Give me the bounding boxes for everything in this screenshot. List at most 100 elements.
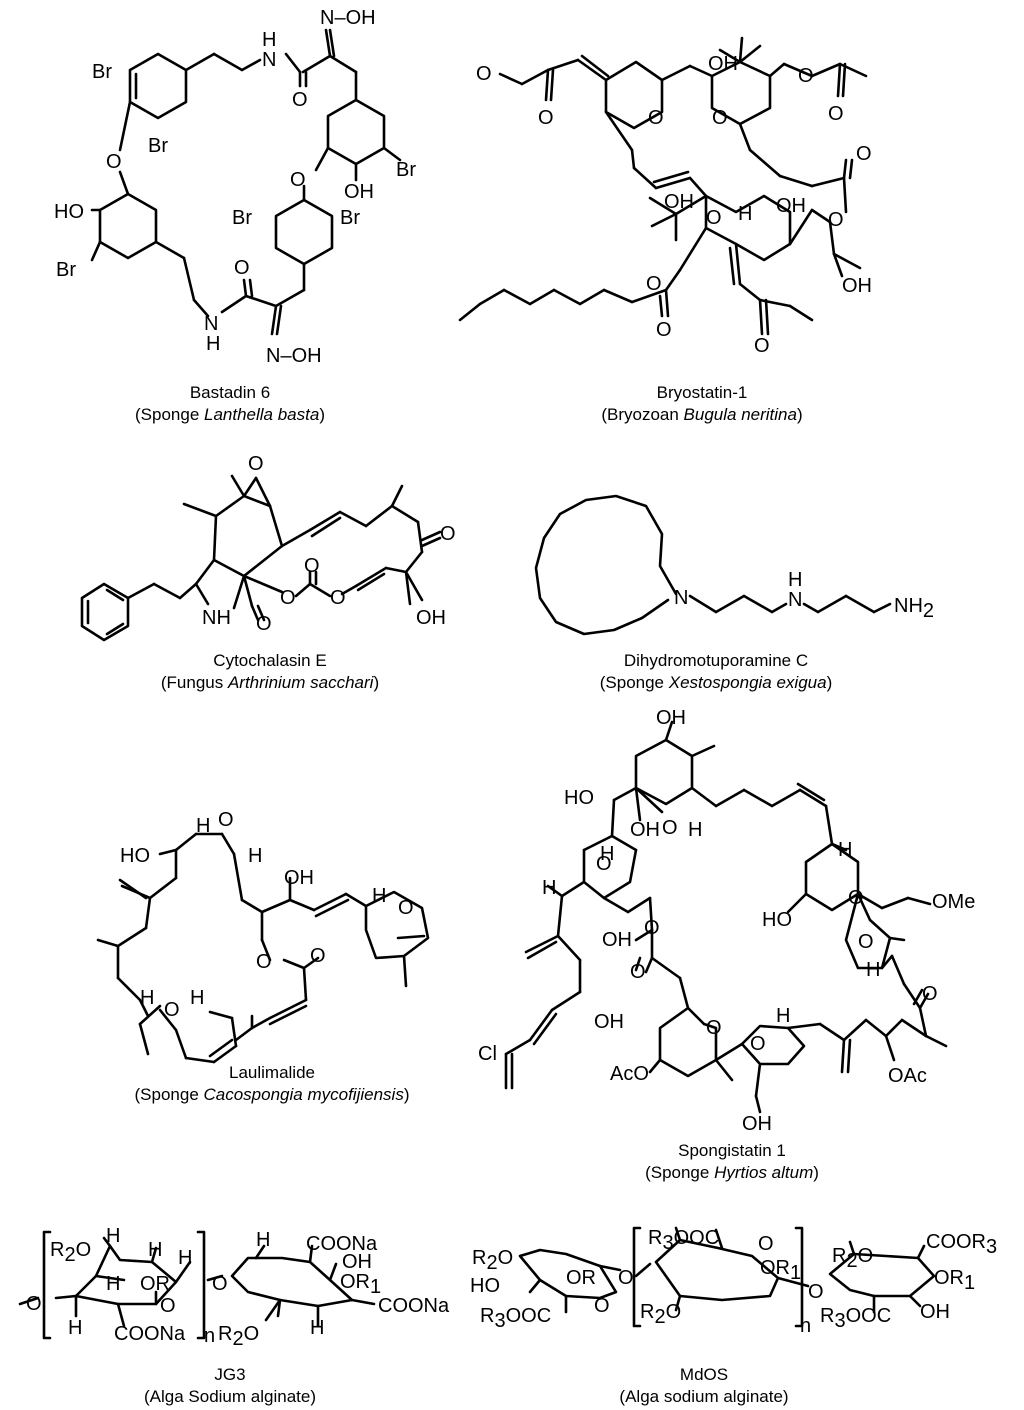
label-r3ooc: R3OOC [480, 1305, 551, 1332]
label-n: N [262, 49, 276, 71]
label-o: O [476, 63, 492, 85]
label-o: O [858, 931, 874, 953]
label-h: H [68, 1317, 82, 1339]
label-oh: OH [842, 275, 872, 297]
label-br: Br [92, 61, 112, 83]
label-or1: OR1 [760, 1257, 801, 1284]
label-nh2: NH2 [894, 595, 934, 622]
label-coona: COONa [114, 1323, 186, 1345]
label-o: O [754, 335, 770, 357]
label-h: H [196, 815, 210, 837]
structure-bastadin-6: Br Br O HO Br H N O N–OH O OH Br Br Br O… [54, 7, 416, 367]
caption-bastadin-6: Bastadin 6 (Sponge Lanthella basta) [80, 382, 380, 426]
label-h: H [140, 987, 154, 1009]
compound-source: (Alga sodium alginate) [619, 1387, 789, 1406]
label-o: O [164, 999, 180, 1021]
label-oh: OH [284, 867, 314, 889]
label-o: O [440, 523, 456, 545]
label-h: H [838, 839, 852, 861]
label-oh: OH [776, 195, 806, 217]
label-o: O [808, 1281, 824, 1303]
label-oh: OH [594, 1011, 624, 1033]
label-h: H [600, 843, 614, 865]
label-oh: OH [602, 929, 632, 951]
label-o: O [248, 453, 264, 475]
label-o: O [280, 587, 296, 609]
label-ho: HO [564, 787, 594, 809]
label-oh: OH [664, 191, 694, 213]
label-o: O [706, 1017, 722, 1039]
label-r2o: R2O [640, 1301, 681, 1328]
caption-cytochalasin-e: Cytochalasin E (Fungus Arthrinium saccha… [120, 650, 420, 694]
label-coona: COONa [378, 1295, 450, 1317]
label-o: O [596, 853, 612, 875]
label-o: O [712, 107, 728, 129]
label-n-oh: N–OH [320, 7, 376, 29]
label-h: H [106, 1225, 120, 1247]
structure-jg3: R2O H H H OR O H O H COONa O H COONa OH … [18, 1225, 450, 1350]
label-o: O [292, 89, 308, 111]
label-br: Br [56, 259, 76, 281]
label-ome: OMe [932, 891, 975, 913]
label-n: N [674, 587, 688, 609]
compound-name: Spongistatin 1 [678, 1141, 786, 1160]
label-or: OR [140, 1273, 170, 1295]
label-o: O [856, 143, 872, 165]
label-oh: OH [416, 607, 446, 629]
compound-source: (Bryozoan Bugula neritina) [601, 405, 803, 424]
label-o: O [828, 103, 844, 125]
structure-laulimalide: HO H O H OH H O O O H O H [96, 809, 430, 1064]
label-ho: HO [120, 845, 150, 867]
label-n: N [788, 589, 802, 611]
label-r3ooc: R3OOC [648, 1227, 719, 1254]
label-h: H [190, 987, 204, 1009]
label-o: O [706, 207, 722, 229]
compound-name: Bryostatin-1 [656, 383, 748, 402]
label-h: H [310, 1317, 324, 1339]
label-br: Br [396, 159, 416, 181]
label-o: O [212, 1273, 228, 1295]
label-n: N [204, 313, 218, 335]
structure-dihydromotuporamine-c: N H N NH2 [534, 494, 934, 636]
label-h: H [262, 29, 276, 51]
label-o: O [750, 1033, 766, 1055]
caption-laulimalide: Laulimalide (Sponge Cacospongia mycofiji… [122, 1062, 422, 1106]
caption-mdos: MdOS (Alga sodium alginate) [554, 1364, 854, 1408]
caption-spongistatin-1: Spongistatin 1 (Sponge Hyrtios altum) [582, 1140, 882, 1184]
label-o: O [618, 1267, 634, 1289]
label-h: H [776, 1005, 790, 1027]
label-o: O [290, 169, 306, 191]
label-br: Br [148, 135, 168, 157]
label-n: n [204, 1325, 215, 1347]
label-ho: HO [762, 909, 792, 931]
label-h: H [206, 333, 220, 355]
label-coona: COONa [306, 1233, 378, 1255]
structure-spongistatin-1: OH HO OH O H H H O OH O O OH Cl AcO O O … [478, 707, 975, 1135]
label-h: H [542, 877, 556, 899]
label-o: O [828, 209, 844, 231]
compound-name: Laulimalide [229, 1063, 315, 1082]
caption-jg3: JG3 (Alga Sodium alginate) [80, 1364, 380, 1408]
label-h: H [866, 959, 880, 981]
label-r2o: R2O [218, 1323, 259, 1350]
compound-source: (Sponge Hyrtios altum) [645, 1163, 819, 1182]
compound-source: (Fungus Arthrinium sacchari) [160, 673, 380, 692]
label-o: O [648, 107, 664, 129]
label-o: O [398, 897, 414, 919]
label-r2o: R2O [472, 1247, 513, 1274]
label-o: O [594, 1295, 610, 1317]
label-o: O [26, 1293, 42, 1315]
label-o: O [310, 945, 326, 967]
label-nh: NH [202, 607, 231, 629]
caption-dihydromotuporamine-c: Dihydromotuporamine C (Sponge Xestospong… [566, 650, 866, 694]
label-h: H [248, 845, 262, 867]
label-br: Br [232, 207, 252, 229]
compound-source: (Sponge Cacospongia mycofijiensis) [134, 1085, 410, 1104]
label-r2o: R2O [50, 1239, 91, 1266]
label-oh: OH [630, 819, 660, 841]
compound-name: JG3 [214, 1365, 246, 1384]
label-o: O [160, 1295, 176, 1317]
compound-source: (Alga Sodium alginate) [144, 1387, 316, 1406]
structure-bryostatin-1: O O O OH O O O O OH O H OH O OH O O O [458, 36, 872, 357]
